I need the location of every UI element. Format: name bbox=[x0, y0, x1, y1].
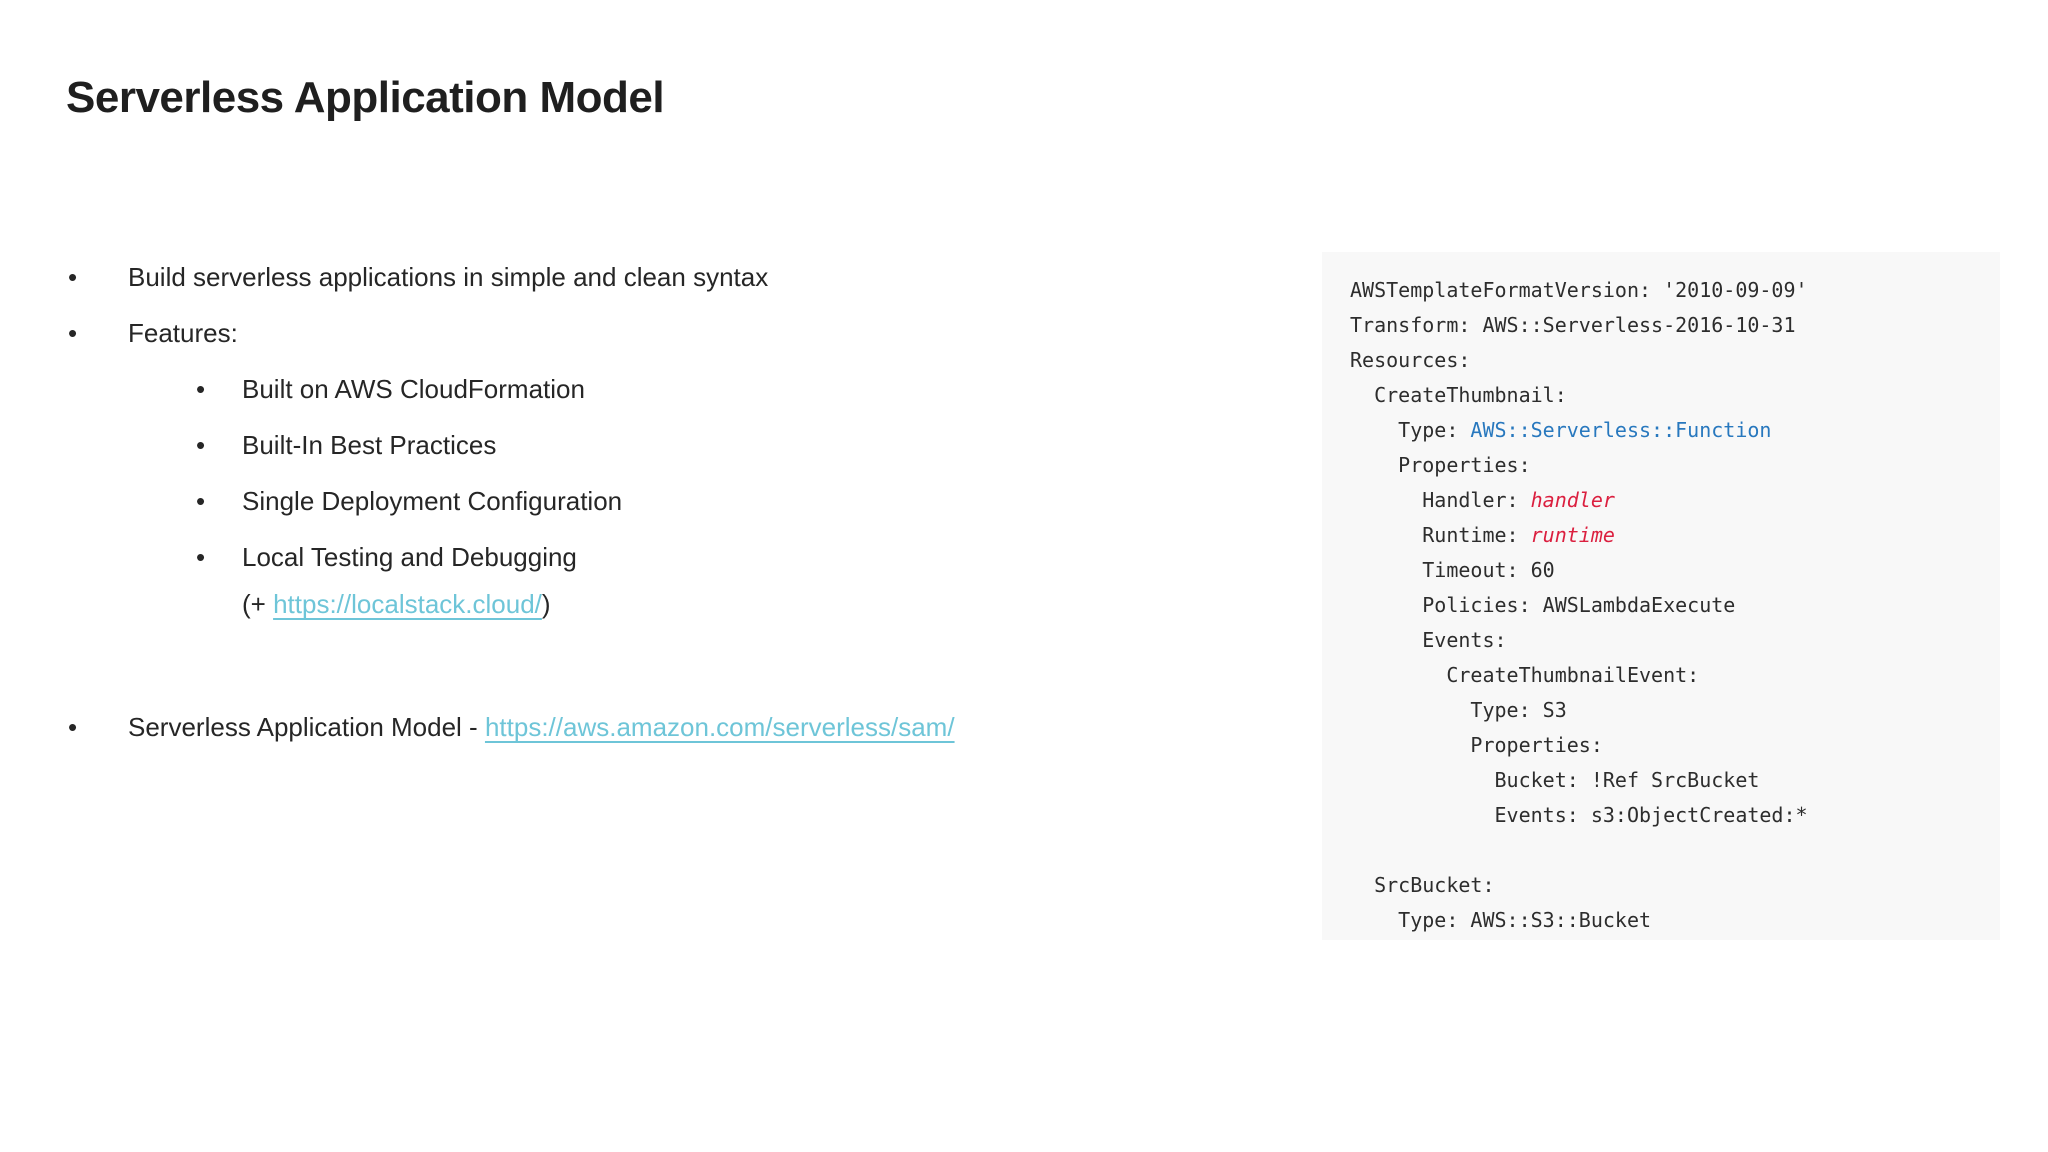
list-item: • Single Deployment Configuration bbox=[0, 478, 1260, 525]
text-run: Serverless Application Model - bbox=[128, 712, 485, 742]
code-line: Properties: bbox=[1350, 728, 2000, 763]
code-line: Bucket: !Ref SrcBucket bbox=[1350, 763, 2000, 798]
list-item-line: Features: bbox=[128, 310, 1260, 357]
list-item-line: Single Deployment Configuration bbox=[242, 478, 1260, 525]
code-line: Properties: bbox=[1350, 448, 2000, 483]
code-token: Events: s3:ObjectCreated:* bbox=[1350, 803, 1808, 827]
list-item-line: Built-In Best Practices bbox=[242, 422, 1260, 469]
text-run: ) bbox=[541, 589, 551, 619]
text-run: Single Deployment Configuration bbox=[242, 486, 623, 516]
code-block: AWSTemplateFormatVersion: '2010-09-09' Tr… bbox=[1322, 252, 2000, 938]
list-item-line: Built on AWS CloudFormation bbox=[242, 366, 1260, 413]
code-token: Bucket: !Ref SrcBucket bbox=[1350, 768, 1760, 792]
text-run: Built-In Best Practices bbox=[242, 430, 497, 460]
aws-sam-link[interactable]: https://aws.amazon.com/serverless/sam/ bbox=[484, 712, 955, 742]
code-panel: AWSTemplateFormatVersion: '2010-09-09' Tr… bbox=[1322, 252, 2000, 940]
text-run: Local Testing and Debugging bbox=[242, 542, 577, 572]
code-token: Type: bbox=[1350, 418, 1471, 442]
code-line: Policies: AWSLambdaExecute bbox=[1350, 588, 2000, 623]
code-token: AWSTemplateFormatVersion: '2010-09-09' bbox=[1350, 278, 1808, 302]
code-line: Events: bbox=[1350, 623, 2000, 658]
page-title: Serverless Application Model bbox=[66, 73, 665, 122]
code-token: Handler: bbox=[1350, 488, 1531, 512]
code-line: CreateThumbnail: bbox=[1350, 378, 2000, 413]
code-token: Properties: bbox=[1350, 453, 1531, 477]
code-line: AWSTemplateFormatVersion: '2010-09-09' bbox=[1350, 273, 2000, 308]
bullet-list: • Build serverless applications in simple… bbox=[0, 254, 1260, 760]
code-token: Policies: AWSLambdaExecute bbox=[1350, 593, 1736, 617]
localstack-link[interactable]: https://localstack.cloud/ bbox=[273, 589, 542, 619]
code-line: Type: S3 bbox=[1350, 693, 2000, 728]
bullet-glyph: • bbox=[196, 486, 206, 516]
code-token: Properties: bbox=[1350, 733, 1603, 757]
bullet-glyph: • bbox=[68, 318, 78, 348]
code-token: CreateThumbnailEvent: bbox=[1350, 663, 1700, 687]
code-token: Timeout: 60 bbox=[1350, 558, 1555, 582]
bullet-glyph: • bbox=[68, 712, 78, 742]
code-line: Transform: AWS::Serverless-2016-10-31 bbox=[1350, 308, 2000, 343]
bullet-glyph: • bbox=[196, 542, 206, 572]
code-line: Type: AWS::Serverless::Function bbox=[1350, 413, 2000, 448]
text-run: Built on AWS CloudFormation bbox=[242, 374, 585, 404]
code-line: Timeout: 60 bbox=[1350, 553, 2000, 588]
list-item: • Local Testing and Debugging (+ https://l… bbox=[0, 534, 1260, 628]
list-item-line: Serverless Application Model - https://a… bbox=[128, 704, 1260, 751]
code-line: Type: AWS::S3::Bucket bbox=[1350, 903, 2000, 938]
code-token: Type: AWS::S3::Bucket bbox=[1350, 908, 1652, 932]
list-item-line: (+ https://localstack.cloud/) bbox=[242, 581, 1260, 628]
code-token: SrcBucket: bbox=[1350, 873, 1495, 897]
bullet-glyph: • bbox=[196, 430, 206, 460]
code-token: Type: S3 bbox=[1350, 698, 1567, 722]
list-item: • Serverless Application Model - https://… bbox=[0, 704, 1260, 751]
list-item-line: Local Testing and Debugging bbox=[242, 534, 1260, 581]
code-token-red: runtime bbox=[1530, 523, 1615, 547]
text-run: Features: bbox=[128, 318, 238, 348]
list-item-line: Build serverless applications in simple … bbox=[128, 254, 1260, 301]
code-line: CreateThumbnailEvent: bbox=[1350, 658, 2000, 693]
bullet-glyph: • bbox=[196, 374, 206, 404]
list-item: • Features: bbox=[0, 310, 1260, 357]
code-line bbox=[1350, 833, 2000, 868]
code-token: Transform: AWS::Serverless-2016-10-31 bbox=[1350, 313, 1796, 337]
code-token: CreateThumbnail: bbox=[1350, 383, 1567, 407]
code-token-blue: AWS::Serverless::Function bbox=[1470, 418, 1772, 442]
code-line: Runtime: runtime bbox=[1350, 518, 2000, 553]
code-line: SrcBucket: bbox=[1350, 868, 2000, 903]
code-token: Resources: bbox=[1350, 348, 1471, 372]
list-item: • Build serverless applications in simple… bbox=[0, 254, 1260, 301]
list-item: • Built on AWS CloudFormation bbox=[0, 366, 1260, 413]
code-token: Events: bbox=[1350, 628, 1507, 652]
code-token: Runtime: bbox=[1350, 523, 1531, 547]
code-line: Events: s3:ObjectCreated:* bbox=[1350, 798, 2000, 833]
code-token-red: handler bbox=[1530, 488, 1615, 512]
code-line: Handler: handler bbox=[1350, 483, 2000, 518]
bullet-glyph: • bbox=[68, 262, 78, 292]
code-line: Resources: bbox=[1350, 343, 2000, 378]
text-run: Build serverless applications in simple … bbox=[128, 262, 769, 292]
list-item: • Built-In Best Practices bbox=[0, 422, 1260, 469]
text-run: (+ bbox=[242, 589, 274, 619]
